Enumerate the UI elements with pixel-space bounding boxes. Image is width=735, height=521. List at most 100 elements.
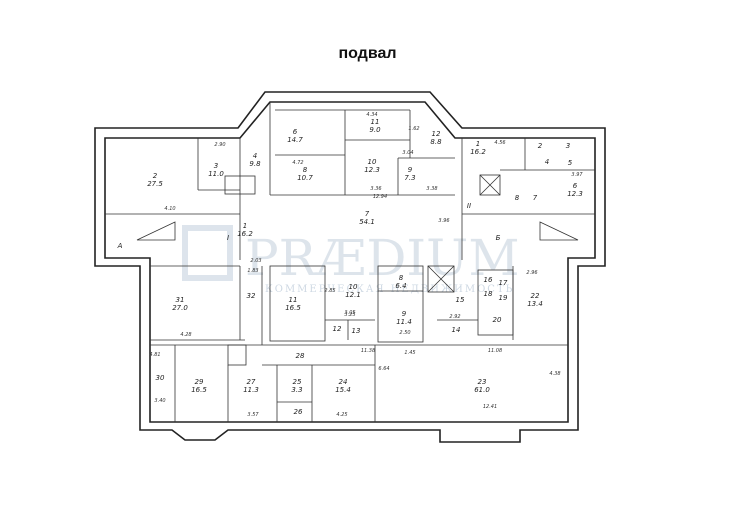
dimension-label: 4.72 xyxy=(292,160,303,166)
dimension-label: 2.96 xyxy=(526,270,537,276)
dimension-label: 2.90 xyxy=(214,142,225,148)
room-area-label: 11.4 xyxy=(396,318,412,326)
dimension-label: 4.38 xyxy=(549,371,560,377)
room-area-label: 9.8 xyxy=(249,160,261,168)
dimension-label: 3.04 xyxy=(402,150,413,156)
dimension-label: 3.96 xyxy=(438,218,449,224)
dimension-label: 1.83 xyxy=(247,268,258,274)
dimension-label: 2.92 xyxy=(449,314,460,320)
room-number-label: 8 xyxy=(303,166,308,174)
dimension-label: 1.45 xyxy=(404,350,415,356)
room-area-label: 9.0 xyxy=(369,126,381,134)
wall xyxy=(94,91,606,443)
stair-a-label: А xyxy=(117,242,123,250)
room-number-label: 31 xyxy=(176,296,185,304)
room-area-label: 27.5 xyxy=(147,180,163,188)
dimension-label: 3.05 xyxy=(344,310,355,316)
room-area-label: 16.2 xyxy=(470,148,486,156)
room-number-label: 22 xyxy=(531,292,540,300)
room-area-label: 15.4 xyxy=(335,386,351,394)
stair-2-label: II xyxy=(467,202,471,210)
room-number-label: 15 xyxy=(456,296,465,304)
room-number-label: 13 xyxy=(352,327,361,335)
room-number-label: 7 xyxy=(365,210,370,218)
dimension-label: 2.50 xyxy=(399,330,410,336)
small-room-labels: 2 3 4 5 7 8 32 12 13 15 14 16 17 18 19 2… xyxy=(156,142,573,416)
room-area-label: 6.4 xyxy=(395,282,406,290)
room-number-label: 28 xyxy=(296,352,305,360)
dimension-label: 12.41 xyxy=(483,404,497,410)
dimension-label: 11.08 xyxy=(488,348,502,354)
room-number-label: 32 xyxy=(247,292,256,300)
wall xyxy=(224,175,256,195)
room-number-label: 20 xyxy=(493,316,502,324)
room-number-label: 24 xyxy=(339,378,348,386)
wall xyxy=(427,265,455,293)
dimension-label: 3.57 xyxy=(247,412,259,418)
room-number-label: 27 xyxy=(247,378,256,386)
room-number-label: 3 xyxy=(566,142,570,150)
wall xyxy=(377,265,424,343)
room-area-label: 16.5 xyxy=(191,386,207,394)
room-number-label: 11 xyxy=(289,296,298,304)
room-number-label: 12 xyxy=(333,325,342,333)
room-number-label: 23 xyxy=(478,378,487,386)
dimension-label: 12.94 xyxy=(373,194,387,200)
wall xyxy=(269,265,326,342)
room-number-label: 14 xyxy=(452,326,461,334)
dimension-label: 4.56 xyxy=(494,140,505,146)
room-number-label: 4 xyxy=(545,158,549,166)
wall xyxy=(227,344,247,366)
room-area-label: 10.7 xyxy=(297,174,313,182)
room-number-label: 4 xyxy=(253,152,257,160)
room-number-label: 7 xyxy=(533,194,538,202)
dimension-label: 6.64 xyxy=(378,366,389,372)
dimension-label: 2.85 xyxy=(324,288,335,294)
room-area-label: 12.3 xyxy=(364,166,380,174)
room-number-label: 10 xyxy=(368,158,377,166)
room-number-label: 9 xyxy=(408,166,413,174)
dimension-label: 2.03 xyxy=(250,258,261,264)
room-number-label: 26 xyxy=(294,408,303,416)
wall xyxy=(479,174,501,196)
room-number-label: 3 xyxy=(214,162,218,170)
wall xyxy=(479,174,501,196)
interior-walls xyxy=(105,102,595,422)
room-number-label: 17 xyxy=(499,279,508,287)
floor-title: подвал xyxy=(338,45,397,62)
dimension-label: 4.10 xyxy=(164,206,175,212)
room-number-label: 6 xyxy=(573,182,578,190)
watermark: PRÆDIUM КОММЕРЧЕСКАЯ НЕДВИЖИМОСТЬ xyxy=(182,225,520,295)
wall xyxy=(539,221,579,241)
room-number-label: 9 xyxy=(402,310,407,318)
room-area-label: 8.8 xyxy=(430,138,442,146)
stair-b-label: Б xyxy=(496,234,501,242)
dimension-label: 3.97 xyxy=(571,172,583,178)
room-area-label: 12.3 xyxy=(567,190,583,198)
wall xyxy=(136,221,176,241)
room-labels: 227.5 311.0 49.8 116.2 614.7 119.0 810.7… xyxy=(147,118,583,394)
room-area-label: 12.1 xyxy=(345,291,361,299)
room-number-label: 18 xyxy=(484,290,493,298)
dimension-label: 3.25 xyxy=(344,312,355,318)
dimension-label: 4.34 xyxy=(366,112,377,118)
room-area-label: 3.3 xyxy=(291,386,302,394)
room-area-label: 16.2 xyxy=(237,230,253,238)
dimension-label: 3.38 xyxy=(426,186,437,192)
dimension-label: 4.28 xyxy=(180,332,191,338)
wall xyxy=(427,265,455,293)
dimension-label: 1.62 xyxy=(408,126,419,132)
room-area-label: 13.4 xyxy=(527,300,543,308)
room-number-label: 12 xyxy=(432,130,441,138)
room-number-label: 1 xyxy=(243,222,247,230)
room-area-label: 54.1 xyxy=(359,218,375,226)
room-number-label: 2 xyxy=(538,142,543,150)
room-number-label: 8 xyxy=(399,274,404,282)
room-area-label: 11.3 xyxy=(243,386,259,394)
room-area-label: 16.5 xyxy=(285,304,301,312)
room-area-label: 14.7 xyxy=(287,136,303,144)
room-number-label: 1 xyxy=(476,140,480,148)
room-number-label: 30 xyxy=(156,374,165,382)
room-number-label: PRÆDIUM xyxy=(245,229,520,287)
